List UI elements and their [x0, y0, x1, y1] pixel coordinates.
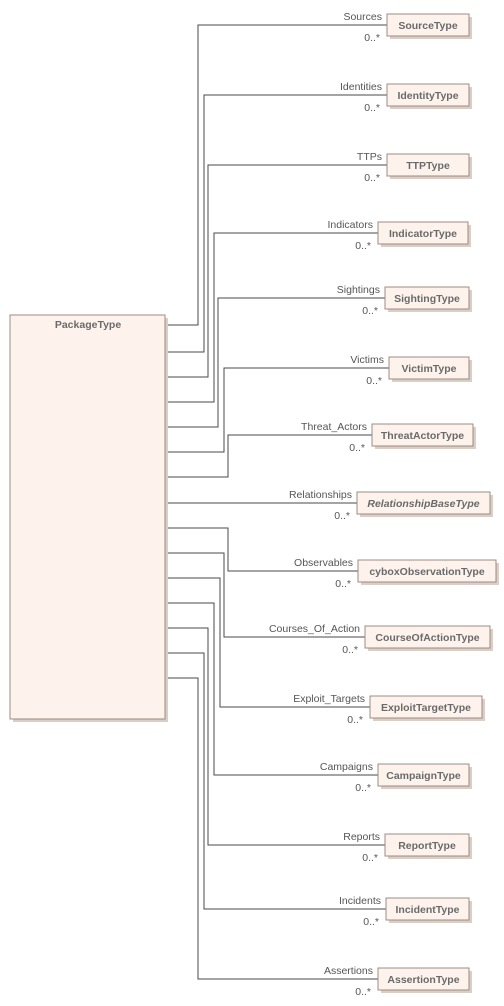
connector-ttps [165, 164, 387, 378]
connector-courses_of_action [165, 552, 365, 638]
target-name-victim: VictimType [401, 363, 456, 375]
target-name-incident: IncidentType [396, 904, 460, 916]
connectors: Sources 0..* Identities 0..* TTPs 0..* Indicat… [165, 11, 389, 998]
multiplicity-observables: 0..* [335, 578, 351, 590]
multiplicity-threat_actors: 0..* [349, 442, 365, 454]
target-box-identity[interactable]: IdentityType [386, 83, 472, 109]
target-name-course-of-action: CourseOfActionType [375, 632, 479, 644]
target-name-campaign: CampaignType [386, 770, 461, 782]
relation-label-indicators: Indicators [327, 219, 373, 231]
target-box-cybox-observation[interactable]: cyboxObservationType [357, 559, 499, 585]
target-box-ttp[interactable]: TTPType [386, 153, 472, 179]
target-box-incident[interactable]: IncidentType [385, 897, 472, 923]
multiplicity-reports: 0..* [362, 852, 378, 864]
multiplicity-ttps: 0..* [364, 172, 380, 184]
target-name-exploit-target: ExploitTargetType [381, 702, 471, 714]
target-name-cybox-observation: cyboxObservationType [369, 566, 485, 578]
package-type-name: PackageType [55, 319, 122, 331]
connector-observables [165, 527, 358, 572]
target-box-report[interactable]: ReportType [384, 833, 472, 859]
relation-label-courses_of_action: Courses_Of_Action [269, 623, 360, 635]
target-name-ttp: TTPType [406, 160, 450, 172]
relation-label-identities: Identities [340, 81, 382, 93]
target-name-identity: IdentityType [397, 90, 458, 102]
connector-reports [165, 627, 385, 846]
target-name-report: ReportType [398, 840, 456, 852]
target-box-indicator[interactable]: IndicatorType [377, 221, 471, 247]
connector-assertions [165, 677, 378, 980]
target-box-exploit-target[interactable]: ExploitTargetType [369, 695, 485, 721]
relation-label-reports: Reports [343, 831, 380, 843]
multiplicity-exploit_targets: 0..* [347, 714, 363, 726]
multiplicity-assertions: 0..* [355, 986, 371, 998]
target-box-campaign[interactable]: CampaignType [377, 763, 472, 789]
relation-label-exploit_targets: Exploit_Targets [293, 693, 365, 705]
relation-label-ttps: TTPs [357, 151, 382, 163]
connector-threat_actors [165, 434, 372, 478]
multiplicity-incidents: 0..* [363, 916, 379, 928]
target-name-sighting: SightingType [394, 293, 460, 305]
target-box-course-of-action[interactable]: CourseOfActionType [364, 625, 493, 651]
multiplicity-courses_of_action: 0..* [342, 644, 358, 656]
connector-exploit_targets [165, 577, 370, 708]
connector-victims [165, 367, 389, 453]
multiplicity-campaigns: 0..* [355, 782, 371, 794]
target-name-indicator: IndicatorType [389, 228, 457, 240]
relation-label-assertions: Assertions [324, 965, 373, 977]
multiplicity-identities: 0..* [364, 102, 380, 114]
multiplicity-indicators: 0..* [355, 240, 371, 252]
target-box-source[interactable]: SourceType [386, 13, 472, 39]
connector-identities [165, 94, 387, 353]
target-box-relationship-base[interactable]: RelationshipBaseType [356, 491, 493, 517]
target-box-threat-actor[interactable]: ThreatActorType [371, 423, 476, 449]
multiplicity-sightings: 0..* [362, 305, 378, 317]
multiplicity-relationships: 0..* [334, 510, 350, 522]
target-box-sighting[interactable]: SightingType [384, 286, 472, 312]
target-name-relationship-base: RelationshipBaseType [367, 498, 479, 510]
target-name-source: SourceType [398, 20, 457, 32]
target-boxes: SourceTypeIdentityTypeTTPTypeIndicatorTy… [356, 13, 499, 993]
target-box-assertion[interactable]: AssertionType [377, 967, 472, 993]
relation-label-relationships: Relationships [289, 489, 352, 501]
relation-label-victims: Victims [350, 354, 384, 366]
relation-label-campaigns: Campaigns [320, 761, 373, 773]
relation-label-observables: Observables [294, 557, 353, 569]
multiplicity-victims: 0..* [366, 375, 382, 387]
target-name-threat-actor: ThreatActorType [381, 430, 464, 442]
connector-indicators [165, 232, 378, 403]
relation-label-threat_actors: Threat_Actors [301, 421, 367, 433]
relation-label-sightings: Sightings [337, 284, 380, 296]
target-box-victim[interactable]: VictimType [388, 356, 472, 382]
connector-sources [165, 24, 387, 326]
connector-incidents [165, 652, 386, 910]
package-type-box[interactable]: PackageType [9, 314, 168, 722]
connector-sightings [165, 297, 385, 428]
connector-campaigns [165, 602, 378, 776]
target-name-assertion: AssertionType [387, 974, 459, 986]
relation-label-incidents: Incidents [339, 895, 381, 907]
relation-label-sources: Sources [343, 11, 382, 23]
multiplicity-sources: 0..* [364, 32, 380, 44]
